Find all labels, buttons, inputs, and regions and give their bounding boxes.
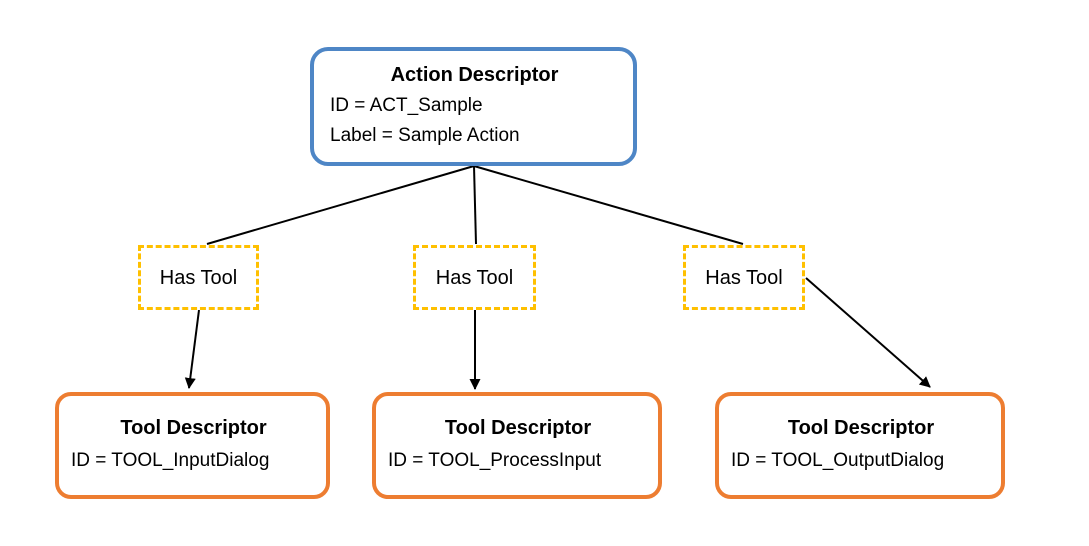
tool-id-text-1: ID = TOOL_InputDialog xyxy=(71,450,270,471)
connector-action-to-hastool-1 xyxy=(206,165,475,245)
hastool-label-3: Has Tool xyxy=(705,266,783,289)
tool-descriptor-title-2: Tool Descriptor xyxy=(444,417,592,439)
arrow-hastool-3-to-tool-3 xyxy=(805,277,931,388)
hastool-node-3: Has Tool xyxy=(683,245,805,310)
connector-action-to-hastool-3 xyxy=(473,165,744,245)
hastool-label-1: Has Tool xyxy=(159,266,238,289)
tool-descriptor-node-3: Tool Descriptor ID = TOOL_OutputDialog xyxy=(715,392,1005,499)
arrow-hastool-1-to-tool-1 xyxy=(184,309,200,389)
connector-action-to-hastool-2 xyxy=(473,165,477,245)
tool-id-text-2: ID = TOOL_ProcessInput xyxy=(388,450,602,471)
hastool-node-1: Has Tool xyxy=(138,245,259,310)
action-id-text: ID = ACT_Sample xyxy=(330,95,483,116)
hastool-node-2: Has Tool xyxy=(413,245,536,310)
action-label-text: Label = Sample Action xyxy=(330,125,520,146)
action-descriptor-node: Action Descriptor ID = ACT_Sample Label … xyxy=(310,47,637,166)
tool-descriptor-node-1: Tool Descriptor ID = TOOL_InputDialog xyxy=(55,392,330,499)
tool-descriptor-node-2: Tool Descriptor ID = TOOL_ProcessInput xyxy=(372,392,662,499)
tool-descriptor-title-3: Tool Descriptor xyxy=(787,417,935,439)
hastool-label-2: Has Tool xyxy=(435,266,514,289)
action-descriptor-title: Action Descriptor xyxy=(390,64,559,86)
tool-id-text-3: ID = TOOL_OutputDialog xyxy=(731,450,945,471)
tool-descriptor-title-1: Tool Descriptor xyxy=(120,417,267,439)
